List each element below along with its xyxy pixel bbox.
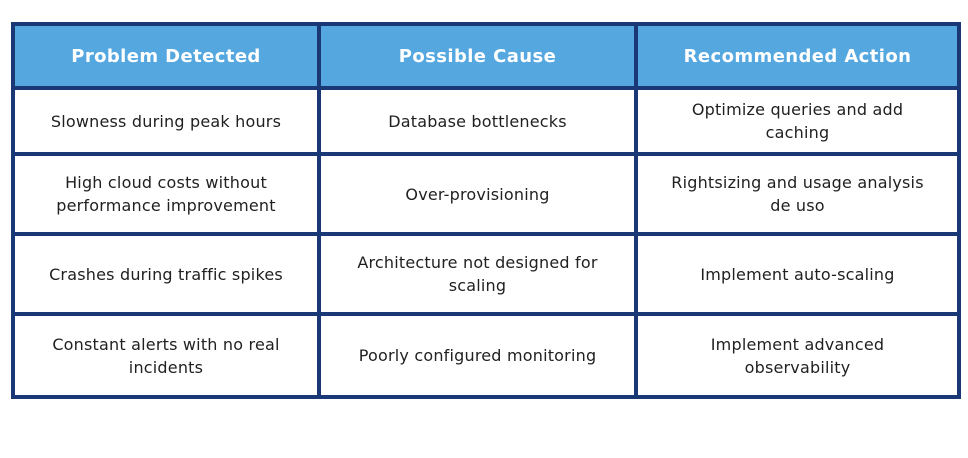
column-header-problem-detected: Problem Detected (11, 22, 321, 90)
column-header-possible-cause: Possible Cause (317, 22, 638, 90)
table-header-row: Problem Detected Possible Cause Recommen… (11, 22, 961, 90)
table-row: Slowness during peak hours Database bott… (11, 85, 961, 157)
table-cell-problem: High cloud costs without performance imp… (11, 152, 321, 237)
table-row: Crashes during traffic spikes Architectu… (11, 232, 961, 317)
table-cell-action: Optimize queries and add caching (634, 85, 961, 157)
table-cell-action: Implement auto-scaling (634, 232, 961, 317)
table-cell-cause: Database bottlenecks (317, 85, 638, 157)
table-cell-action: Implement advanced observability (634, 312, 961, 400)
table-cell-cause: Over-provisioning (317, 152, 638, 237)
column-header-recommended-action: Recommended Action (634, 22, 961, 90)
table-cell-problem: Constant alerts with no real incidents (11, 312, 321, 400)
table-row: High cloud costs without performance imp… (11, 152, 961, 237)
table-cell-problem: Slowness during peak hours (11, 85, 321, 157)
table-cell-action: Rightsizing and usage analysis de uso (634, 152, 961, 237)
table-cell-problem: Crashes during traffic spikes (11, 232, 321, 317)
table-container: Problem Detected Possible Cause Recommen… (11, 22, 961, 400)
table-cell-cause: Poorly configured monitoring (317, 312, 638, 400)
table-row: Constant alerts with no real incidents P… (11, 312, 961, 400)
table-cell-cause: Architecture not designed for scaling (317, 232, 638, 317)
troubleshooting-comparison-table: Problem Detected Possible Cause Recommen… (11, 22, 961, 400)
